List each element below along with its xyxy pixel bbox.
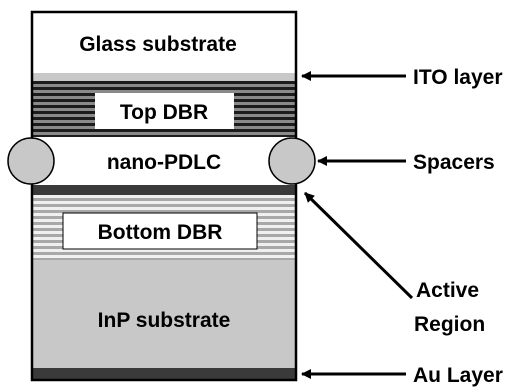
top-dbr-stripe	[32, 135, 296, 137]
top-dbr-stripe	[32, 84, 296, 87]
bottom-dbr-stripe	[32, 204, 296, 207]
au-layer	[32, 368, 296, 380]
glass-substrate-label: Glass substrate	[79, 33, 237, 56]
bottom-dbr-stripe	[32, 201, 296, 204]
bottom-dbr-stripe	[32, 198, 296, 201]
spacer-left	[7, 137, 55, 185]
bottom-dbr-label-box	[62, 212, 258, 250]
spacer-right	[268, 137, 316, 185]
inp-substrate-layer	[32, 260, 296, 368]
glass-substrate-layer	[32, 12, 296, 73]
top-dbr-stripe	[32, 132, 296, 135]
nano-pdlc-label: nano-PDLC	[107, 151, 221, 174]
active-region-layer	[32, 185, 296, 195]
active-region-arrow	[303, 191, 414, 300]
stack-outline	[30, 10, 298, 382]
bottom-dbr-stripe	[32, 249, 296, 252]
bottom-dbr-label: Bottom DBR	[98, 221, 223, 244]
ito-layer	[32, 73, 296, 81]
au-callout-label: Au Layer	[413, 364, 503, 387]
top-dbr-stripe	[32, 90, 296, 93]
spacers-callout-label: Spacers	[413, 151, 495, 174]
bottom-dbr-stripe	[32, 210, 296, 213]
top-dbr-stripe	[32, 129, 296, 132]
bottom-dbr-stripe	[32, 252, 296, 255]
active-callout-label-line1: Active	[416, 279, 479, 302]
bottom-dbr-stripe	[32, 207, 296, 210]
top-dbr-stripe	[32, 87, 296, 90]
nano-pdlc-layer	[32, 137, 296, 185]
ito-callout-label: ITO layer	[413, 66, 503, 89]
bottom-dbr-stripe	[32, 258, 296, 260]
top-dbr-stripe	[32, 81, 296, 84]
top-dbr-label-box	[95, 93, 234, 129]
bottom-dbr-stripe	[32, 195, 296, 198]
bottom-dbr-stripe	[32, 255, 296, 258]
top-dbr-label: Top DBR	[120, 101, 208, 124]
inp-substrate-label: InP substrate	[98, 309, 231, 332]
active-callout-label-line2: Region	[414, 313, 485, 336]
